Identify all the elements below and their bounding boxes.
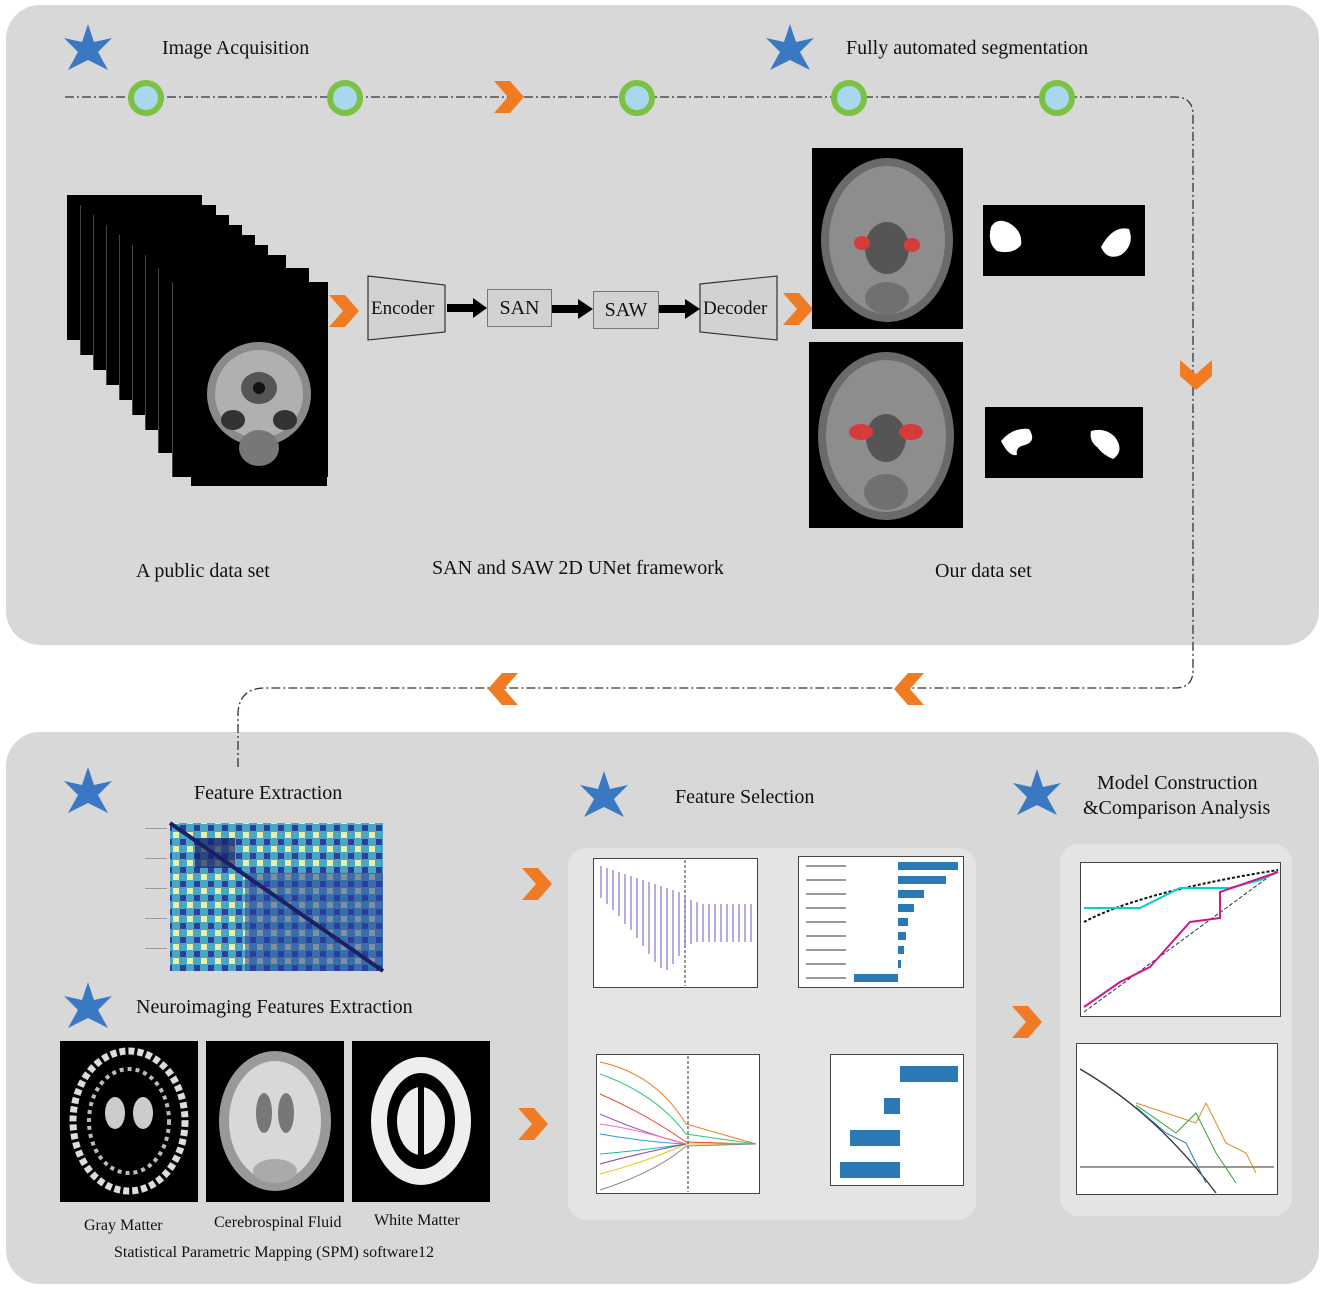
lasso-mse-plot xyxy=(593,858,758,988)
star-icon xyxy=(580,771,628,817)
feature-selection-title: Feature Selection xyxy=(675,786,815,808)
chevron-icon xyxy=(518,1108,548,1140)
framework-label: SAN and SAW 2D UNet framework xyxy=(432,557,724,579)
san-block: SAN xyxy=(487,289,552,327)
decoder-shape xyxy=(699,275,778,341)
csf-label: Cerebrospinal Fluid xyxy=(214,1214,342,1231)
fully-automated-title: Fully automated segmentation xyxy=(846,37,1089,59)
chevron-icon xyxy=(522,868,552,900)
ring-5 xyxy=(1042,83,1072,113)
model-title-line2: &Comparison Analysis xyxy=(1083,797,1271,819)
model-title-line1: Model Construction xyxy=(1097,772,1258,794)
brain-axial-1 xyxy=(821,158,953,322)
ring-1 xyxy=(131,83,161,113)
correlation-heatmap xyxy=(145,821,385,973)
ring-3 xyxy=(622,83,652,113)
ring-4 xyxy=(834,83,864,113)
chevron-icon xyxy=(1012,1006,1042,1038)
chevron-icon xyxy=(329,295,359,327)
star-icon xyxy=(64,982,112,1028)
white-matter-label: White Matter xyxy=(374,1212,460,1229)
spm-label: Statistical Parametric Mapping (SPM) sof… xyxy=(114,1244,434,1261)
neuroimaging-title: Neuroimaging Features Extraction xyxy=(136,996,413,1018)
chevron-down-icon xyxy=(1180,360,1212,390)
gray-matter-label: Gray Matter xyxy=(84,1217,163,1234)
arrow-icon xyxy=(447,298,700,319)
saw-block: SAW xyxy=(593,291,659,329)
chevron-icon xyxy=(783,293,813,325)
image-acquisition-title: Image Acquisition xyxy=(162,37,310,59)
feature-extraction-title: Feature Extraction xyxy=(194,782,343,804)
chevron-left-icon xyxy=(894,673,924,705)
star-icon xyxy=(1013,769,1061,815)
ring-2 xyxy=(330,83,360,113)
decoder-label: Decoder xyxy=(703,298,768,319)
dca-plot xyxy=(1076,1043,1278,1195)
flow-line xyxy=(65,96,1194,770)
encoder-shape xyxy=(367,275,446,341)
brain-axial-2 xyxy=(818,352,954,520)
public-dataset-label: A public data set xyxy=(136,560,270,582)
star-icon xyxy=(64,24,112,70)
encoder-label: Encoder xyxy=(371,298,435,319)
our-dataset-label: Our data set xyxy=(935,560,1032,582)
star-icon xyxy=(64,767,112,813)
star-icon xyxy=(766,24,814,70)
chevron-left-icon xyxy=(488,673,518,705)
